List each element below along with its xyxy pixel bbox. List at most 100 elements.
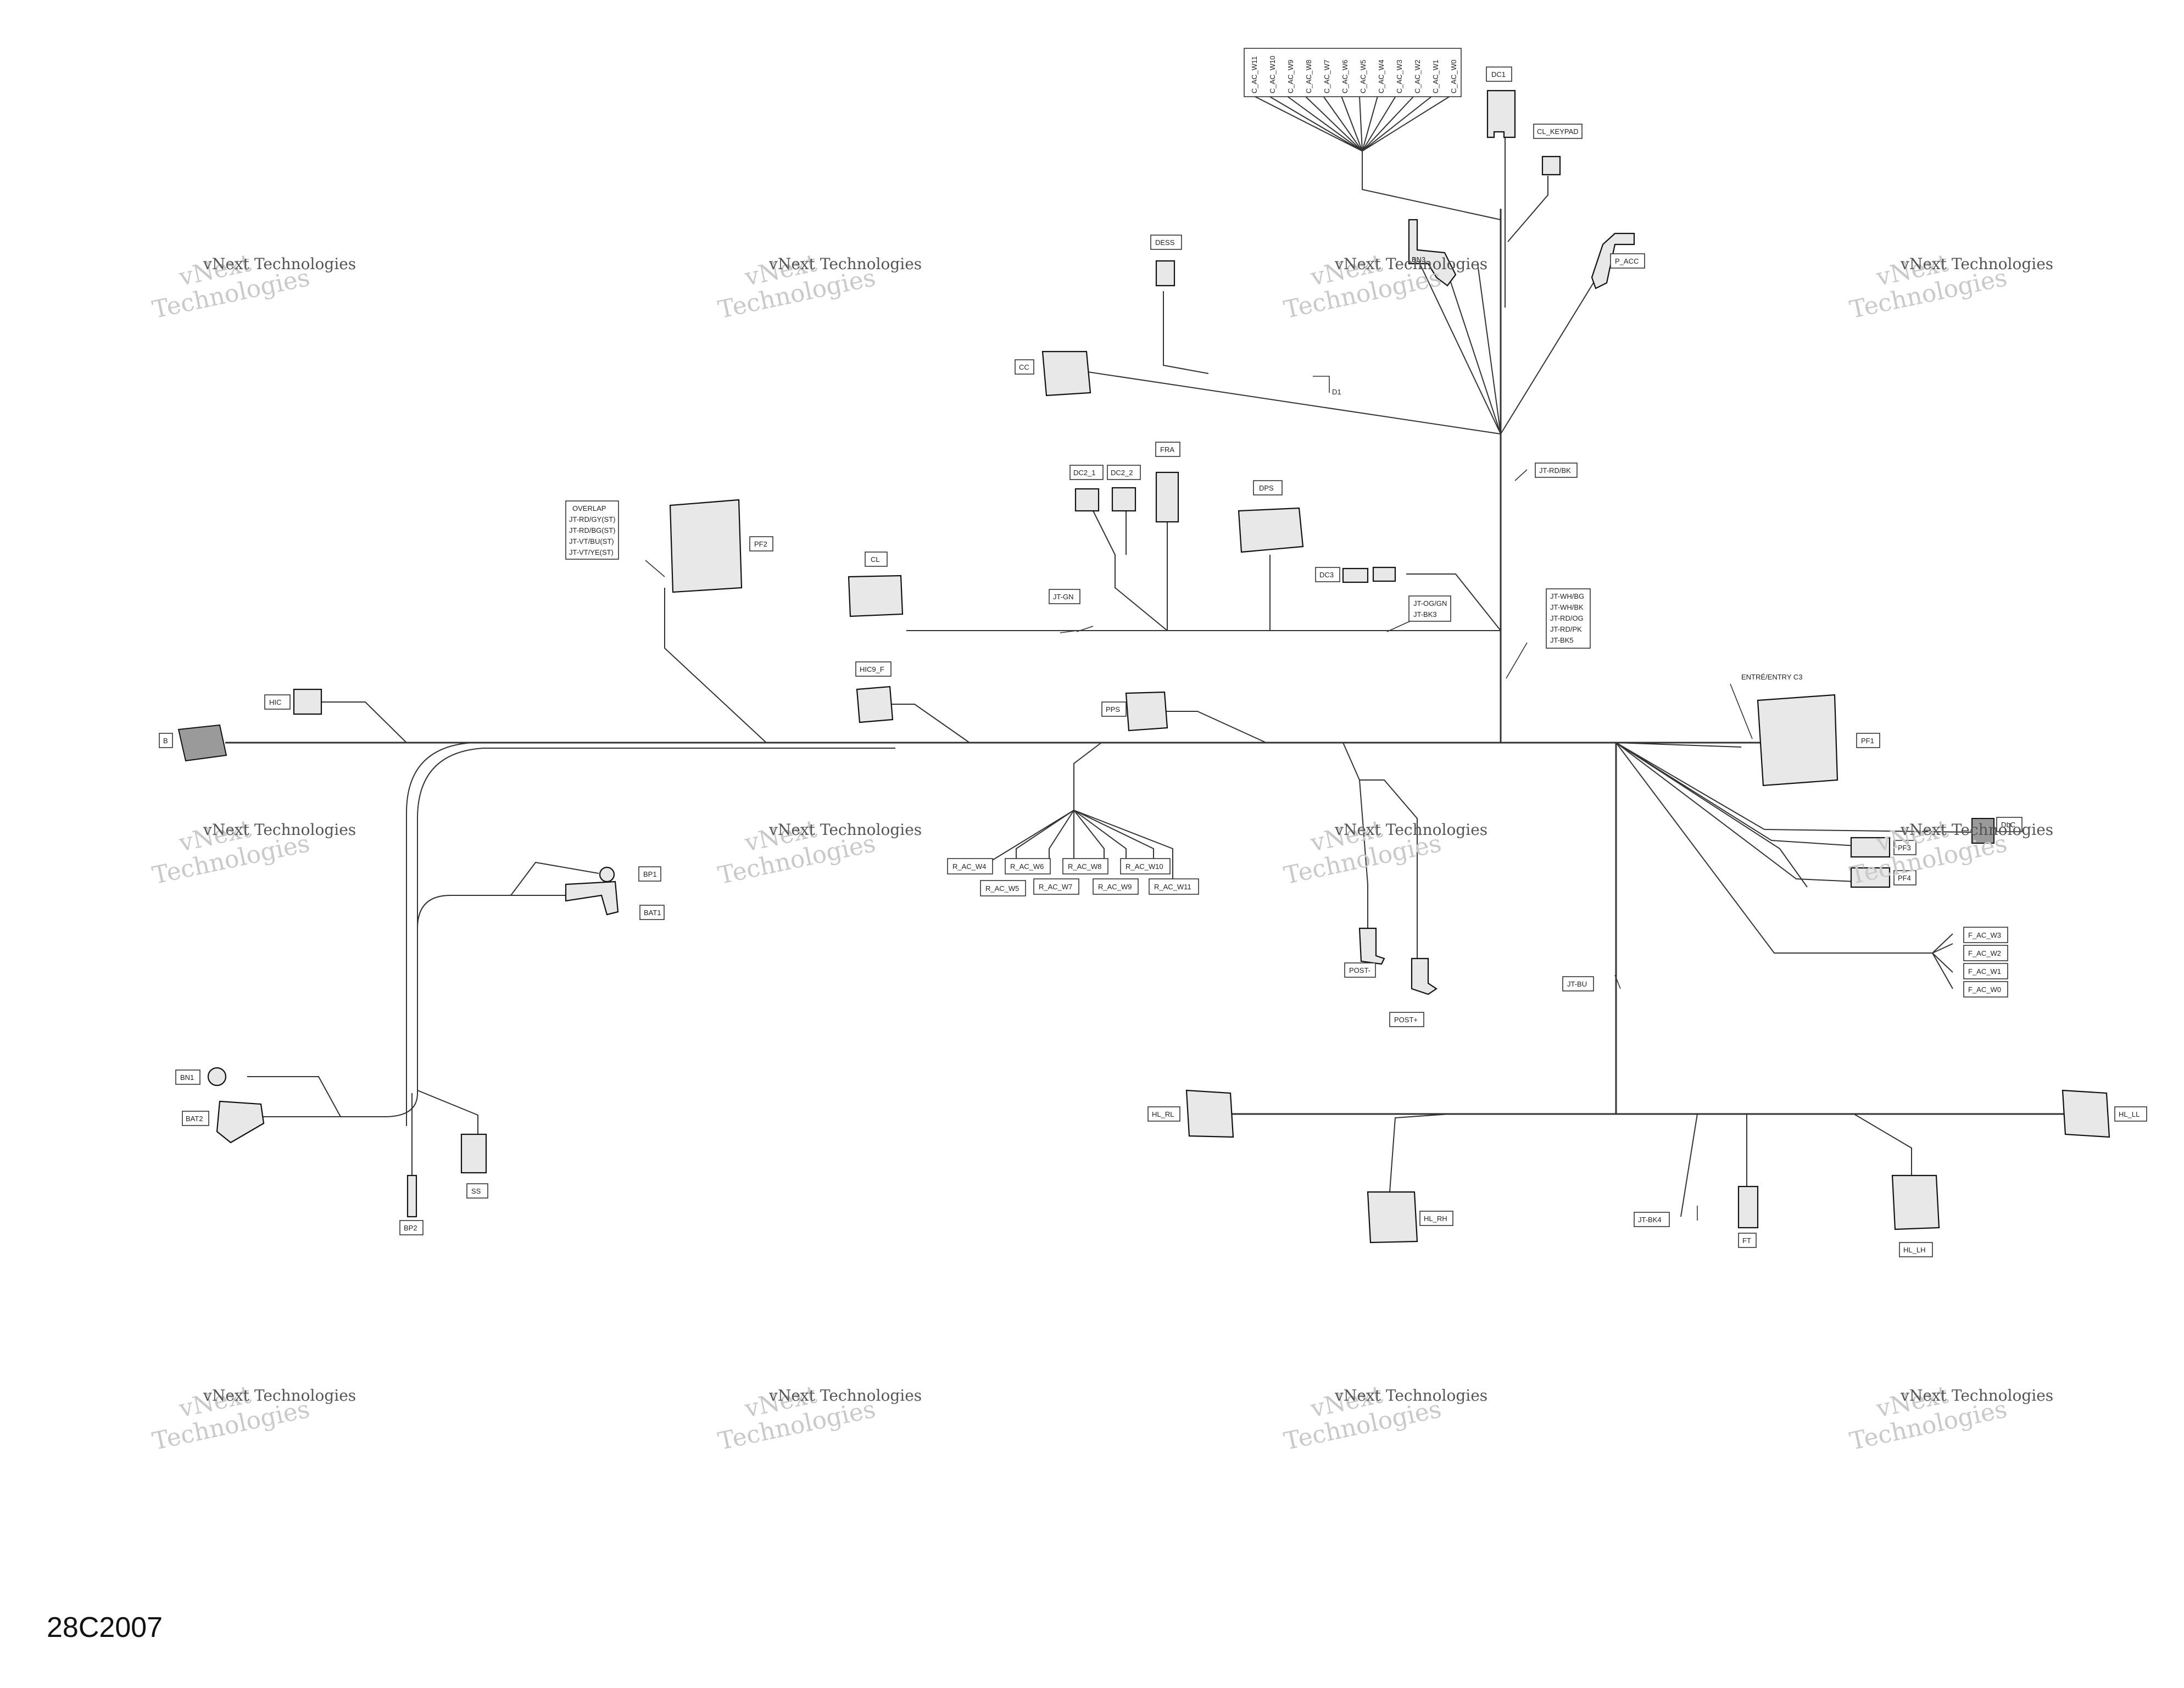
dlc-label: DLC (2001, 821, 2015, 829)
entry-c3-label: ENTRÉ/ENTRY C3 (1741, 673, 1803, 681)
hl-rl-connector-icon (1185, 1089, 1234, 1138)
watermark: vNext Technologies (1847, 249, 2009, 324)
p-acc-terminal-icon (1591, 232, 1635, 289)
bn1-wire (247, 1076, 341, 1117)
f-ac-branches (1932, 933, 1953, 989)
watermark-text: vNext Technologies (1900, 1386, 2053, 1405)
pf2-connector-icon (669, 499, 743, 593)
watermark-text: vNext Technologies (1334, 255, 1487, 273)
bp1-ring-terminal-icon (599, 866, 615, 883)
f-ac-w1-label: F_AC_W1 (1968, 967, 2001, 976)
watermark: vNext Technologies (1847, 1380, 2009, 1456)
dess-wire (1163, 291, 1209, 374)
watermark: vNext Technologies (716, 1380, 878, 1456)
bp1-label: BP1 (643, 870, 657, 878)
r-ac-w8-label: R_AC_W8 (1068, 862, 1101, 871)
hl-lh-wire (1853, 1113, 1912, 1176)
c-ac-w3-label: C_AC_W3 (1395, 60, 1403, 93)
hic-connector-icon (293, 688, 322, 715)
battery-loop-inner (341, 748, 895, 1117)
hl-lh-connector-icon (1891, 1174, 1940, 1230)
r-ac-w11-label: R_AC_W11 (1154, 883, 1191, 891)
r-ac-w4-label: R_AC_W4 (952, 862, 986, 871)
dc3-connector-icon-b (1372, 566, 1396, 582)
bat1-wire (417, 861, 599, 929)
jt-bk4-label: JT-BK4 (1638, 1216, 1662, 1224)
bk4-wire (1680, 1113, 1698, 1217)
post-minus-terminal-icon (1358, 927, 1385, 965)
c-ac-fan (1253, 96, 1501, 220)
overlap-label-group: OVERLAP JT-RD/GY(ST) JT-RD/BG(ST) JT-VT/… (569, 504, 616, 556)
pf1-connector-icon (1757, 694, 1838, 787)
watermarks: vNext Technologies vNext Technologies vN… (150, 249, 2053, 1456)
post-wires (1342, 742, 1418, 959)
bn3-terminal-icon (1408, 219, 1457, 287)
post-plus-terminal-icon (1411, 957, 1438, 995)
c-ac-w4-label: C_AC_W4 (1377, 60, 1385, 93)
dc1-label: DC1 (1491, 70, 1506, 79)
pf2-wire (664, 588, 767, 743)
cl-keypad-wire (1507, 176, 1548, 242)
r-ac-w10-label: R_AC_W10 (1126, 862, 1163, 871)
pps-wire (1165, 711, 1267, 743)
dc3-connector-icon-a (1342, 567, 1369, 583)
hl-rh-connector-icon (1367, 1191, 1418, 1244)
jt-bk3-label: JT-BK3 (1413, 610, 1437, 619)
c-ac-w5-label: C_AC_W5 (1359, 60, 1367, 93)
watermark: vNext Technologies (716, 249, 878, 324)
cc-bus (1087, 371, 1501, 434)
hl-ll-label: HL_LL (2119, 1110, 2140, 1118)
post-minus-label: POST- (1349, 966, 1370, 974)
bat1-label: BAT1 (644, 909, 661, 917)
dc3-label: DC3 (1319, 571, 1334, 579)
dess-connector-icon (1155, 260, 1175, 287)
bat2-label: BAT2 (186, 1115, 203, 1123)
bp2-label: BP2 (404, 1224, 417, 1232)
hic9-f-connector-icon (856, 686, 894, 723)
r-ac-w9-label: R_AC_W9 (1098, 883, 1132, 891)
harness-wires (225, 96, 2065, 1221)
pf3-label: PF3 (1898, 844, 1911, 852)
fra-label: FRA (1160, 445, 1174, 454)
dlc-connector-icon (1971, 818, 1994, 844)
bn1-ring-terminal-icon (207, 1067, 227, 1087)
overlap-label-2: JT-RD/BG(ST) (569, 526, 616, 534)
hl-ll-connector-icon (2062, 1089, 2110, 1138)
cl-label: CL (871, 555, 880, 564)
c-ac-vertical-labels: C_AC_W11 C_AC_W10 C_AC_W9 C_AC_W8 C_AC_W… (1250, 55, 1458, 93)
hic-label: HIC (269, 698, 281, 706)
watermark: vNext Technologies (150, 1380, 312, 1456)
bn1-label: BN1 (180, 1073, 194, 1082)
hic-wire (321, 701, 407, 743)
watermark: vNext Technologies (150, 249, 312, 324)
jt-rd-og-label: JT-RD/OG (1550, 614, 1584, 622)
b-label: B (163, 737, 168, 745)
hic9-wire (890, 704, 970, 743)
pps-label: PPS (1106, 705, 1120, 714)
watermark: vNext Technologies (1282, 1380, 1444, 1456)
pps-connector-icon (1125, 691, 1168, 732)
c-ac-w0-label: C_AC_W0 (1450, 60, 1458, 93)
cl-keypad-connector-icon (1541, 155, 1561, 176)
overlap-label-1: JT-RD/GY(ST) (569, 515, 616, 523)
battery-loop-outer (406, 742, 895, 1126)
bp2-terminal-icon (406, 1174, 417, 1218)
watermark-text: vNext Technologies (203, 1386, 356, 1405)
ss-wire (417, 1090, 478, 1134)
dc3-wire (1406, 573, 1501, 631)
dc2-wire (1093, 510, 1168, 631)
leaders (645, 376, 1753, 1221)
upper-fan (1417, 258, 1599, 434)
c-ac-label-group (1244, 48, 1462, 97)
watermark-text: vNext Technologies (768, 821, 922, 839)
connector-graphics (177, 90, 2110, 1244)
jt-wh-label-group: JT-WH/BG JT-WH/BK JT-RD/OG JT-RD/PK JT-B… (1550, 592, 1584, 644)
cc-label: CC (1019, 363, 1029, 371)
c-ac-w6-label: C_AC_W6 (1341, 60, 1349, 93)
hl-rh-wire (1389, 1113, 1451, 1193)
ft-connector-icon (1737, 1185, 1759, 1229)
watermark-text: vNext Technologies (203, 821, 356, 839)
watermark-text: vNext Technologies (1900, 255, 2053, 273)
b-connector-icon (177, 724, 227, 762)
